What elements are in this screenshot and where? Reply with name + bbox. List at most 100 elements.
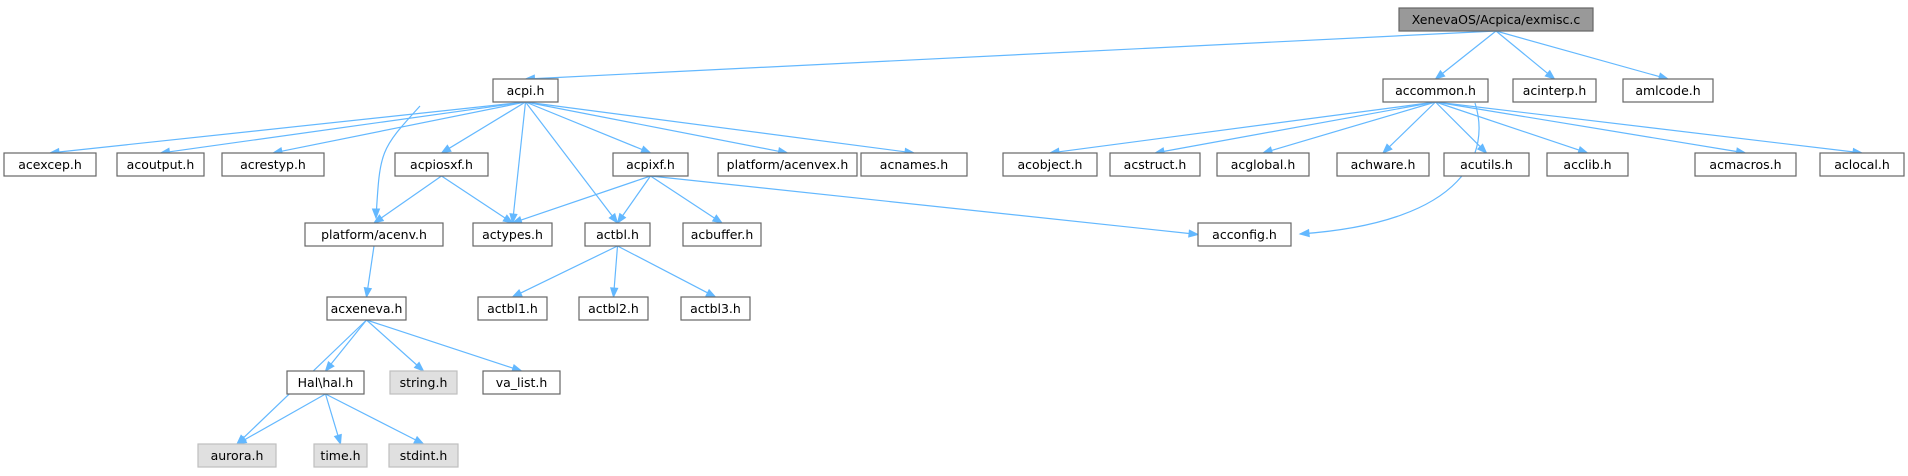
edge-line bbox=[1271, 101, 1436, 151]
node-acoutput[interactable]: acoutput.h bbox=[116, 152, 205, 177]
node-actypes[interactable]: actypes.h bbox=[472, 222, 553, 247]
node-label: acclib.h bbox=[1563, 157, 1611, 172]
node-valist[interactable]: va_list.h bbox=[482, 370, 561, 395]
node-acxeneva[interactable]: acxeneva.h bbox=[326, 296, 407, 321]
edge-actbl-to-actbl3 bbox=[617, 245, 717, 298]
node-acenvex[interactable]: platform/acenvex.h bbox=[717, 152, 858, 177]
edge-acpi-to-acoutput bbox=[159, 101, 526, 156]
edge-line bbox=[525, 101, 643, 151]
arrowhead bbox=[333, 433, 342, 446]
node-label: acpi.h bbox=[507, 83, 545, 98]
edge-accommon-to-achware bbox=[1382, 101, 1436, 154]
node-aurora[interactable]: aurora.h bbox=[197, 443, 277, 468]
edge-line bbox=[324, 393, 339, 436]
edge-acpiosxf-to-acenv bbox=[372, 175, 442, 224]
edge-line bbox=[1435, 101, 1854, 153]
edge-root-to-accommon bbox=[1434, 30, 1497, 80]
node-acclib[interactable]: acclib.h bbox=[1546, 152, 1629, 177]
node-acutils[interactable]: acutils.h bbox=[1443, 152, 1530, 177]
node-root[interactable]: XenevaOS/Acpica/exmisc.c bbox=[1398, 7, 1594, 32]
arrowhead bbox=[616, 212, 627, 225]
node-box bbox=[1197, 222, 1292, 247]
node-string[interactable]: string.h bbox=[389, 370, 458, 395]
arrowhead bbox=[1476, 143, 1488, 154]
node-acenv[interactable]: platform/acenv.h bbox=[304, 222, 444, 247]
node-label: aclocal.h bbox=[1834, 157, 1890, 172]
node-box bbox=[682, 222, 762, 247]
node-label: actbl1.h bbox=[487, 301, 538, 316]
node-amlcode[interactable]: amlcode.h bbox=[1622, 78, 1714, 103]
edge-line bbox=[622, 175, 651, 216]
node-box bbox=[1443, 152, 1530, 177]
node-acconfig[interactable]: acconfig.h bbox=[1197, 222, 1292, 247]
edge-line bbox=[650, 175, 1190, 235]
node-box bbox=[717, 152, 858, 177]
arrowhead bbox=[705, 288, 717, 298]
arrowhead bbox=[608, 212, 619, 225]
node-label: acpixf.h bbox=[626, 157, 675, 172]
edge-acpi-to-acexcep bbox=[48, 101, 526, 157]
edge-accommon-to-acstruct bbox=[1153, 101, 1436, 156]
node-acstruct[interactable]: acstruct.h bbox=[1109, 152, 1201, 177]
edge-line bbox=[169, 101, 526, 153]
node-box bbox=[394, 152, 489, 177]
edge-line bbox=[1163, 101, 1436, 152]
node-acnames[interactable]: acnames.h bbox=[860, 152, 968, 177]
edge-line bbox=[534, 30, 1497, 80]
node-acobject[interactable]: acobject.h bbox=[1002, 152, 1098, 177]
edge-accommon-to-acutils bbox=[1435, 101, 1488, 154]
node-label: platform/acenv.h bbox=[321, 227, 427, 242]
node-label: acxeneva.h bbox=[331, 301, 403, 316]
node-stdint[interactable]: stdint.h bbox=[388, 443, 459, 468]
edge-accommon-to-acobject bbox=[1048, 101, 1436, 156]
arrowhead bbox=[440, 144, 452, 154]
node-acglobal[interactable]: acglobal.h bbox=[1216, 152, 1310, 177]
node-acexcep[interactable]: acexcep.h bbox=[3, 152, 97, 177]
arrowhead bbox=[509, 213, 518, 225]
node-acrestyp[interactable]: acrestyp.h bbox=[221, 152, 325, 177]
node-box bbox=[1819, 152, 1905, 177]
node-box bbox=[313, 443, 368, 468]
edge-actbl-to-actbl2 bbox=[610, 245, 619, 299]
node-box bbox=[492, 78, 559, 103]
arrowhead bbox=[324, 360, 335, 373]
edge-line bbox=[520, 245, 618, 294]
node-time[interactable]: time.h bbox=[313, 443, 368, 468]
node-label: Hal\hal.h bbox=[298, 375, 354, 390]
node-box bbox=[612, 152, 689, 177]
node-acinterp[interactable]: acinterp.h bbox=[1512, 78, 1597, 103]
node-box bbox=[1694, 152, 1797, 177]
node-acmacros[interactable]: acmacros.h bbox=[1694, 152, 1797, 177]
arrowhead bbox=[1188, 229, 1200, 238]
node-accommon[interactable]: accommon.h bbox=[1382, 78, 1489, 103]
node-actbl2[interactable]: actbl2.h bbox=[578, 296, 649, 321]
arrowhead bbox=[640, 145, 652, 154]
node-label: amlcode.h bbox=[1635, 83, 1700, 98]
edge-line bbox=[281, 101, 526, 152]
node-box bbox=[116, 152, 205, 177]
node-box bbox=[1546, 152, 1629, 177]
node-actbl[interactable]: actbl.h bbox=[584, 222, 651, 247]
node-halh[interactable]: Hal\hal.h bbox=[286, 370, 365, 395]
node-acbuffer[interactable]: acbuffer.h bbox=[682, 222, 762, 247]
node-label: XenevaOS/Acpica/exmisc.c bbox=[1412, 12, 1581, 27]
edge-root-to-amlcode bbox=[1495, 30, 1670, 81]
arrowhead bbox=[372, 214, 385, 224]
edge-acpi-to-actypes bbox=[509, 101, 527, 225]
edge-line bbox=[525, 101, 906, 153]
arrowhead bbox=[502, 214, 514, 224]
node-actbl3[interactable]: actbl3.h bbox=[680, 296, 751, 321]
node-achware[interactable]: achware.h bbox=[1336, 152, 1430, 177]
edge-acpi-to-acenvex bbox=[525, 101, 789, 156]
node-box bbox=[1398, 7, 1594, 32]
node-label: actbl.h bbox=[596, 227, 639, 242]
node-acpixf[interactable]: acpixf.h bbox=[612, 152, 689, 177]
edge-acpixf-to-actbl bbox=[616, 175, 651, 225]
node-label: aurora.h bbox=[211, 448, 264, 463]
node-acpiosxf[interactable]: acpiosxf.h bbox=[394, 152, 489, 177]
node-acpi[interactable]: acpi.h bbox=[492, 78, 559, 103]
node-actbl1[interactable]: actbl1.h bbox=[477, 296, 548, 321]
node-aclocal[interactable]: aclocal.h bbox=[1819, 152, 1905, 177]
edge-acpiosxf-to-actypes bbox=[441, 175, 514, 224]
